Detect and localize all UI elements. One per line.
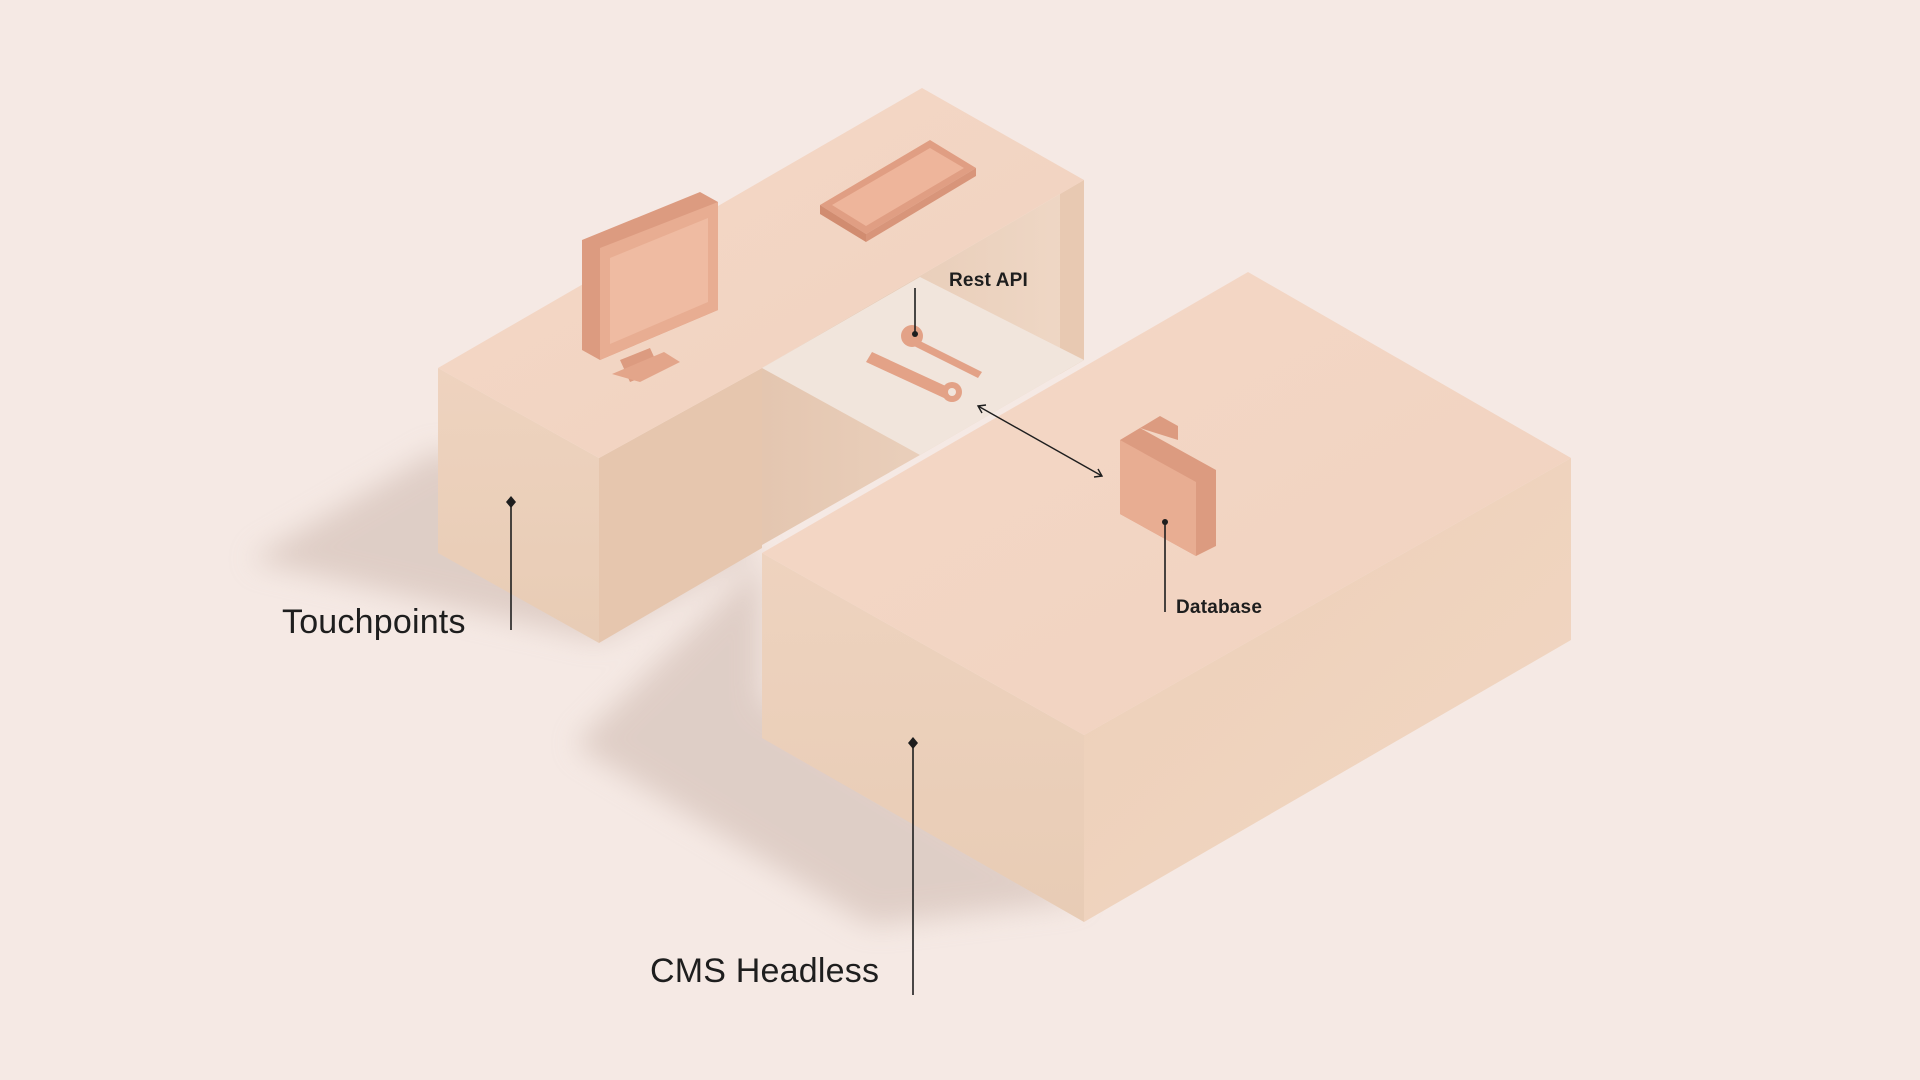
cms-headless-label: CMS Headless [650, 952, 880, 990]
touchpoints-right-face [599, 368, 762, 643]
api-database-arrow [976, 404, 1104, 478]
cms-marker [908, 737, 918, 749]
touchpoints-label: Touchpoints [282, 603, 466, 641]
leader-lines [510, 288, 1166, 995]
touchpoints-left-face [438, 368, 599, 643]
rest-api-platform [762, 277, 1084, 455]
smartphone-icon [820, 140, 976, 242]
rest-api-marker [912, 331, 918, 337]
database-marker [1162, 519, 1168, 525]
rest-api-label: Rest API [949, 270, 1029, 291]
tools-icon [866, 325, 982, 402]
monitor-icon [582, 192, 718, 382]
touchpoints-marker [506, 496, 516, 508]
cms-left-face [762, 553, 1084, 922]
database-label: Database [1176, 597, 1263, 618]
touchpoints-back-face [1060, 180, 1084, 374]
cms-right-face [1084, 458, 1571, 922]
folder-icon [1120, 416, 1216, 556]
leader-markers [506, 331, 1168, 749]
